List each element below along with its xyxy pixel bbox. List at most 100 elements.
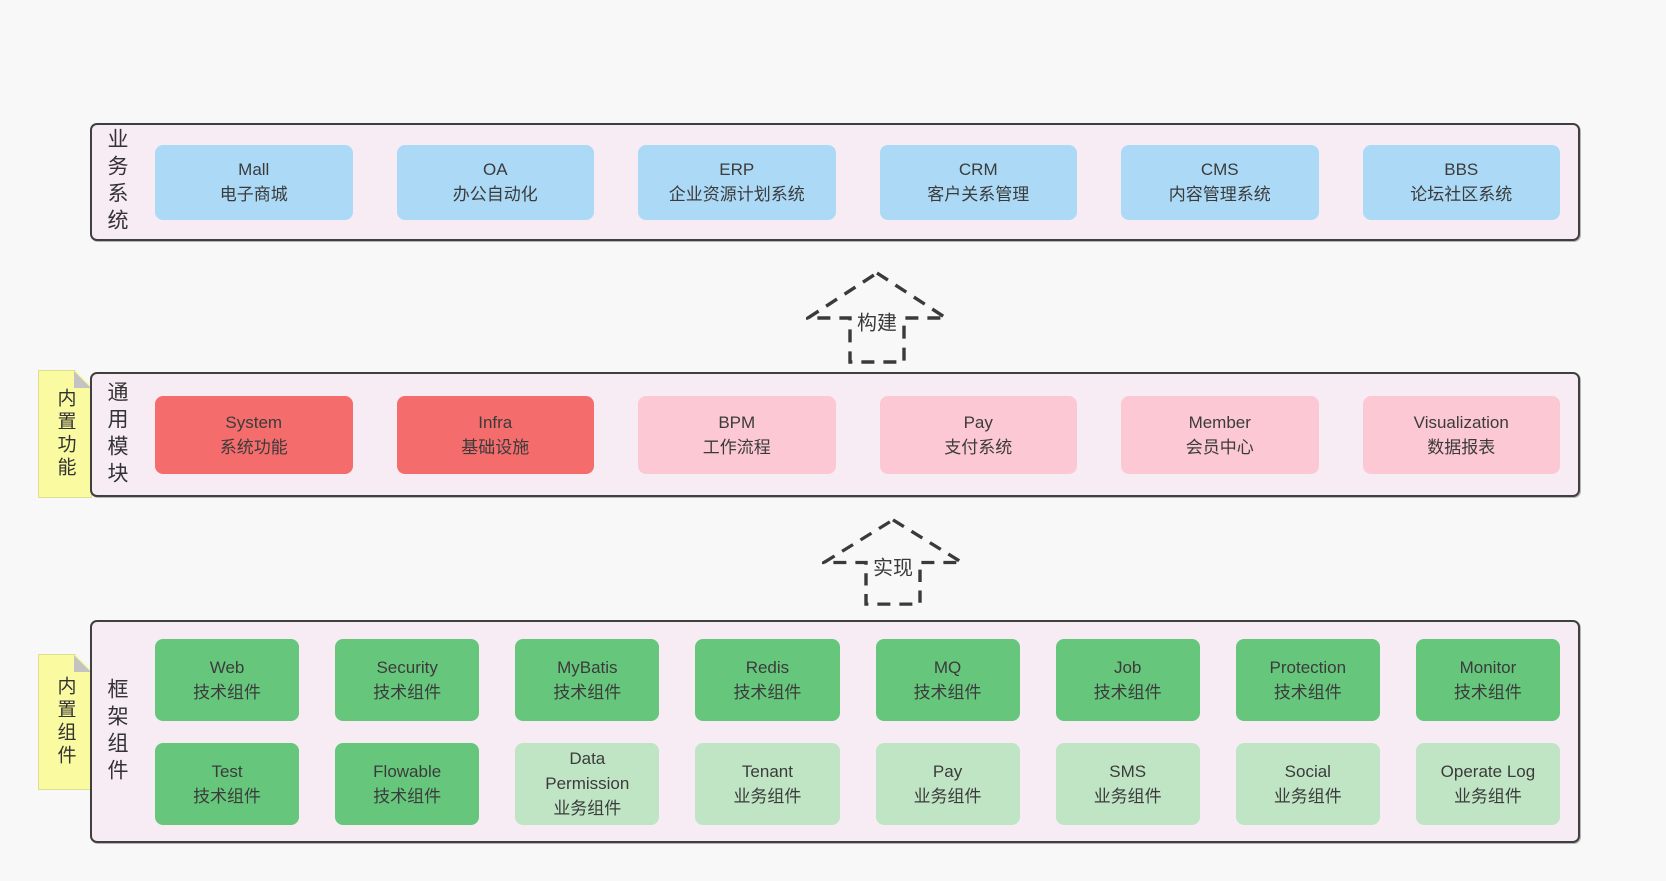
module-subtitle: 客户关系管理 — [927, 185, 1030, 204]
module-row: Mall 电子商城 OA 办公自动化 ERP 企业资源计划系统 CRM 客户关系管理 CMS 内容… — [155, 144, 1560, 220]
module-title: Protection — [1269, 657, 1347, 677]
module-subtitle: 企业资源计划系统 — [668, 185, 805, 204]
module-title: Flowable — [373, 761, 442, 781]
module-title: MyBatis — [557, 657, 618, 677]
module-subtitle: 业务组件 — [553, 799, 622, 818]
module-subtitle: 技术组件 — [373, 682, 442, 702]
module-box-cms: CMS 内容管理系统 — [1121, 144, 1319, 220]
module-title: Redis — [745, 657, 790, 677]
module-subtitle: 电子商城 — [219, 185, 288, 204]
module-subtitle: 业务组件 — [1453, 786, 1522, 806]
module-title: BBS — [1444, 160, 1479, 179]
module-box-tenant: Tenant 业务组件 — [695, 742, 840, 825]
layer-label: 通用模块 — [105, 380, 128, 489]
module-title: OA — [482, 160, 508, 179]
module-box-operate-log: Operate Log 业务组件 — [1415, 742, 1560, 825]
module-subtitle: 技术组件 — [1093, 682, 1162, 702]
module-title: BPM — [718, 412, 756, 432]
module-title: Web — [209, 657, 245, 677]
module-title: Member — [1188, 412, 1251, 432]
module-subtitle: 业务组件 — [1273, 786, 1342, 806]
module-subtitle: 技术组件 — [193, 786, 262, 806]
sticky-note-label: 内置功能 — [54, 388, 76, 480]
module-title: ERP — [719, 160, 755, 179]
module-title: Pay — [963, 412, 993, 432]
folded-corner-icon — [74, 655, 91, 672]
module-title: Social — [1284, 761, 1331, 781]
sticky-note-built-in-components: 内置组件 — [38, 654, 92, 790]
module-subtitle: 基础设施 — [461, 437, 530, 457]
module-title: Monitor — [1459, 657, 1517, 677]
module-box-bbs: BBS 论坛社区系统 — [1362, 144, 1560, 220]
module-box-sms: SMS 业务组件 — [1055, 742, 1200, 825]
module-title: SMS — [1109, 761, 1147, 781]
module-subtitle: 支付系统 — [944, 437, 1013, 457]
layer-framework-components: 框架组件 Web 技术组件 Security 技术组件 MyBatis 技术组件 Redis… — [90, 620, 1580, 843]
module-title: CRM — [958, 160, 998, 179]
module-box-security: Security 技术组件 — [335, 638, 480, 721]
module-title: Tenant — [741, 761, 793, 781]
dashed-up-arrow: 实现 — [822, 518, 964, 606]
module-title: Visualization — [1413, 412, 1509, 432]
module-box-monitor: Monitor 技术组件 — [1415, 638, 1560, 721]
module-box-data-permission: Data Permission 业务组件 — [515, 742, 660, 825]
module-subtitle: 技术组件 — [373, 786, 442, 806]
module-title: Test — [211, 761, 243, 781]
module-subtitle: 业务组件 — [1093, 786, 1162, 806]
folded-corner-icon — [74, 371, 91, 388]
module-title: Mall — [238, 160, 270, 179]
module-title: CMS — [1200, 160, 1239, 179]
module-box-pay: Pay 业务组件 — [875, 742, 1020, 825]
module-subtitle: 系统功能 — [219, 437, 288, 457]
module-title: Operate Log — [1440, 761, 1536, 781]
module-subtitle: 办公自动化 — [452, 185, 538, 204]
module-box-web: Web 技术组件 — [155, 638, 300, 721]
module-box-bpm: BPM 工作流程 — [638, 395, 836, 474]
module-subtitle: 会员中心 — [1185, 437, 1254, 457]
module-box-mybatis: MyBatis 技术组件 — [515, 638, 660, 721]
module-box-mq: MQ 技术组件 — [875, 638, 1020, 721]
module-subtitle: 技术组件 — [1453, 682, 1522, 702]
module-box-crm: CRM 客户关系管理 — [879, 144, 1077, 220]
module-box-oa: OA 办公自动化 — [396, 144, 594, 220]
module-subtitle: 工作流程 — [702, 437, 771, 457]
module-box-member: Member 会员中心 — [1121, 395, 1319, 474]
module-title: Security — [376, 657, 438, 677]
arrow-label: 构建 — [854, 306, 900, 336]
module-box-mall: Mall 电子商城 — [155, 144, 353, 220]
layer-label: 框架组件 — [105, 677, 128, 786]
module-title: Pay — [932, 761, 963, 781]
module-box-test: Test 技术组件 — [155, 742, 300, 825]
module-box-flowable: Flowable 技术组件 — [335, 742, 480, 825]
sticky-note-built-in-features: 内置功能 — [38, 370, 92, 498]
module-title: MQ — [933, 657, 962, 677]
module-title: Infra — [478, 412, 513, 432]
module-subtitle: 业务组件 — [733, 786, 802, 806]
module-subtitle: 技术组件 — [913, 682, 982, 702]
module-subtitle: 内容管理系统 — [1168, 185, 1271, 204]
module-subtitle: 技术组件 — [1273, 682, 1342, 702]
module-title: Data Permission — [545, 749, 630, 793]
module-box-infra: Infra 基础设施 — [396, 395, 594, 474]
module-box-protection: Protection 技术组件 — [1235, 638, 1380, 721]
module-subtitle: 技术组件 — [553, 682, 622, 702]
module-subtitle: 技术组件 — [193, 682, 262, 702]
module-box-pay: Pay 支付系统 — [879, 395, 1077, 474]
module-subtitle: 论坛社区系统 — [1410, 185, 1513, 204]
module-box-social: Social 业务组件 — [1235, 742, 1380, 825]
module-box-erp: ERP 企业资源计划系统 — [638, 144, 836, 220]
arrow-label: 实现 — [870, 551, 916, 581]
module-subtitle: 业务组件 — [913, 786, 982, 806]
